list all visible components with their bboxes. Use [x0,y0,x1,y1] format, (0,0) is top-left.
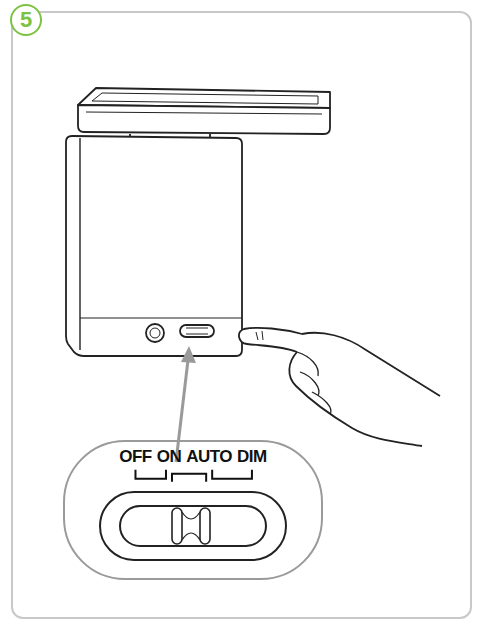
mode-label: DIM [237,448,267,467]
switch-callout: OFF ONAUTO DIM [63,440,323,580]
mode-label: ON [157,448,182,467]
bracket-line [172,474,206,482]
solar-light [66,88,440,446]
bracket-line [135,470,166,479]
step-number: 5 [20,9,32,31]
leader-arrow [176,346,196,462]
mode-label: OFF [119,448,152,467]
panel-frame [12,12,471,618]
bracket-line [212,470,252,479]
step-number-circle: 5 [10,4,42,36]
mode-labels: OFF ONAUTO DIM [65,448,321,467]
mode-label: AUTO [186,448,232,467]
switch-closeup [100,492,286,560]
